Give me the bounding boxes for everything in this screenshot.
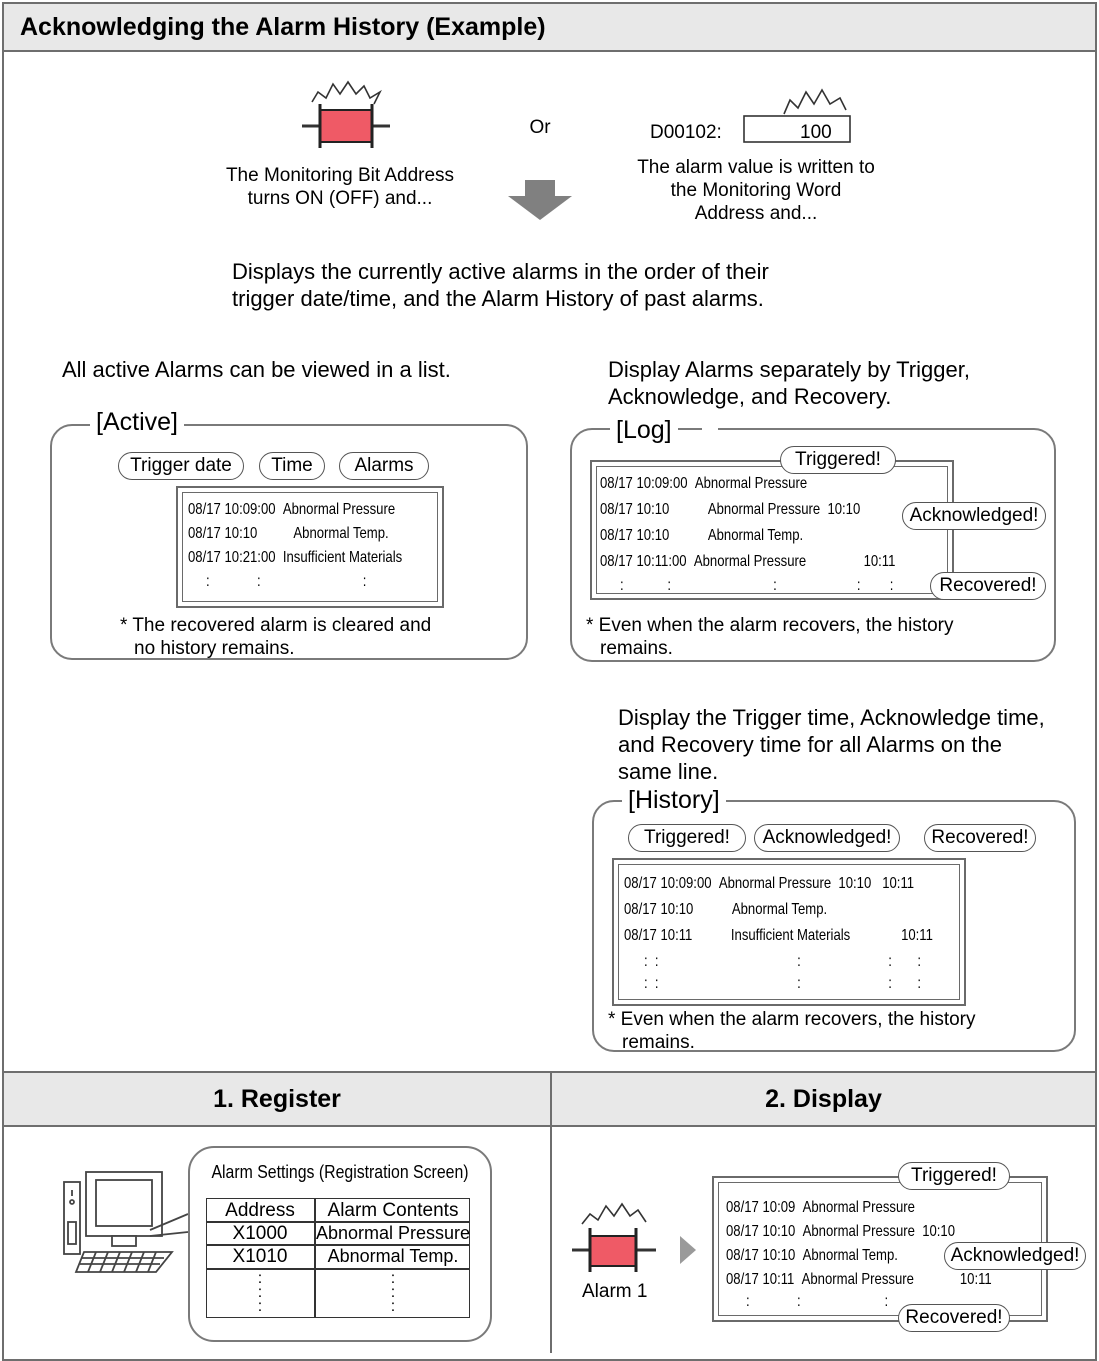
reg-ellipsis: ::: — [257, 1270, 263, 1315]
registration-title: Alarm Settings (Registration Screen) — [211, 1162, 469, 1182]
reg-col-address: Address — [225, 1200, 295, 1221]
display-row: 08/17 10:10 Abnormal Temp. — [726, 1247, 898, 1264]
word-address-label: D00102: — [650, 122, 722, 143]
reg-col-contents: Alarm Contents — [327, 1200, 459, 1221]
history-panel-title: [History] — [622, 786, 726, 814]
history-row-ellipsis: : : : : : — [644, 975, 922, 992]
history-callout-acknowledged: Acknowledged! — [754, 824, 900, 852]
log-list — [590, 460, 954, 600]
history-callout-triggered: Triggered! — [628, 824, 746, 852]
reg-ellipsis: ::: — [390, 1270, 396, 1315]
log-callout-triggered: Triggered! — [780, 446, 896, 474]
history-list — [612, 858, 966, 1006]
active-intro: All active Alarms can be viewed in a lis… — [62, 357, 451, 382]
down-arrow-icon — [508, 180, 572, 220]
reg-cell: X1010 — [232, 1246, 288, 1267]
log-note: * Even when the alarm recovers, the hist… — [586, 615, 954, 659]
history-callout-recovered: Recovered! — [924, 824, 1036, 852]
log-row-ellipsis: : : : : : — [620, 577, 894, 594]
page-title: Acknowledging the Alarm History (Example… — [20, 13, 546, 41]
register-heading: 1. Register — [213, 1085, 341, 1113]
alarm-bit-icon — [302, 80, 390, 148]
callout-time: Time — [259, 452, 325, 480]
bit-caption: The Monitoring Bit Address turns ON (OFF… — [225, 165, 455, 209]
log-panel-title: [Log] — [610, 416, 678, 444]
log-callout-acknowledged: Acknowledged! — [902, 502, 1046, 530]
computer-icon — [63, 1171, 189, 1273]
history-row: 08/17 10:09:00 Abnormal Pressure 10:10 1… — [624, 875, 915, 892]
active-row: 08/17 10:09:00 Abnormal Pressure — [188, 501, 396, 518]
reg-cell: X1000 — [232, 1223, 288, 1244]
callout-alarms: Alarms — [339, 452, 429, 480]
history-row-ellipsis: : : : : : — [644, 953, 922, 970]
word-address-box — [743, 88, 851, 143]
active-note: * The recovered alarm is cleared and no … — [120, 615, 432, 659]
alarm-1-icon — [572, 1202, 656, 1272]
or-label: Or — [529, 117, 551, 138]
alarm-1-label: Alarm 1 — [582, 1281, 648, 1302]
display-callout-triggered: Triggered! — [898, 1162, 1010, 1190]
history-note: * Even when the alarm recovers, the hist… — [608, 1009, 976, 1053]
callout-trigger-date: Trigger date — [118, 452, 244, 480]
registration-table — [206, 1198, 470, 1318]
word-caption: The alarm value is written to the Monito… — [637, 157, 875, 224]
title-bar — [4, 4, 1095, 52]
steps-header-bar — [4, 1073, 1095, 1127]
log-row: 08/17 10:09:00 Abnormal Pressure — [600, 475, 808, 492]
log-callout-recovered: Recovered! — [930, 572, 1046, 600]
word-address-value: 100 — [800, 122, 832, 143]
reg-cell: Abnormal Pressure — [316, 1223, 471, 1243]
display-callout-acknowledged: Acknowledged! — [944, 1242, 1086, 1270]
history-intro: Display the Trigger time, Acknowledge ti… — [618, 705, 1045, 784]
display-callout-recovered: Recovered! — [898, 1304, 1010, 1332]
active-row-ellipsis: : : : — [206, 573, 367, 590]
active-row: 08/17 10:21:00 Insufficient Materials — [188, 549, 403, 566]
active-panel-title: [Active] — [90, 408, 184, 436]
steps-divider — [550, 1073, 552, 1353]
summary-text: Displays the currently active alarms in … — [232, 259, 769, 311]
display-heading: 2. Display — [765, 1085, 882, 1113]
reg-cell: Abnormal Temp. — [327, 1246, 459, 1266]
right-arrow-icon — [680, 1236, 696, 1264]
active-list — [176, 486, 444, 608]
display-row: 08/17 10:10 Abnormal Pressure 10:10 — [726, 1223, 956, 1240]
log-intro: Display Alarms separately by Trigger, Ac… — [608, 357, 970, 409]
display-row-ellipsis: : : : — [746, 1293, 889, 1310]
display-row: 08/17 10:09 Abnormal Pressure — [726, 1199, 915, 1216]
